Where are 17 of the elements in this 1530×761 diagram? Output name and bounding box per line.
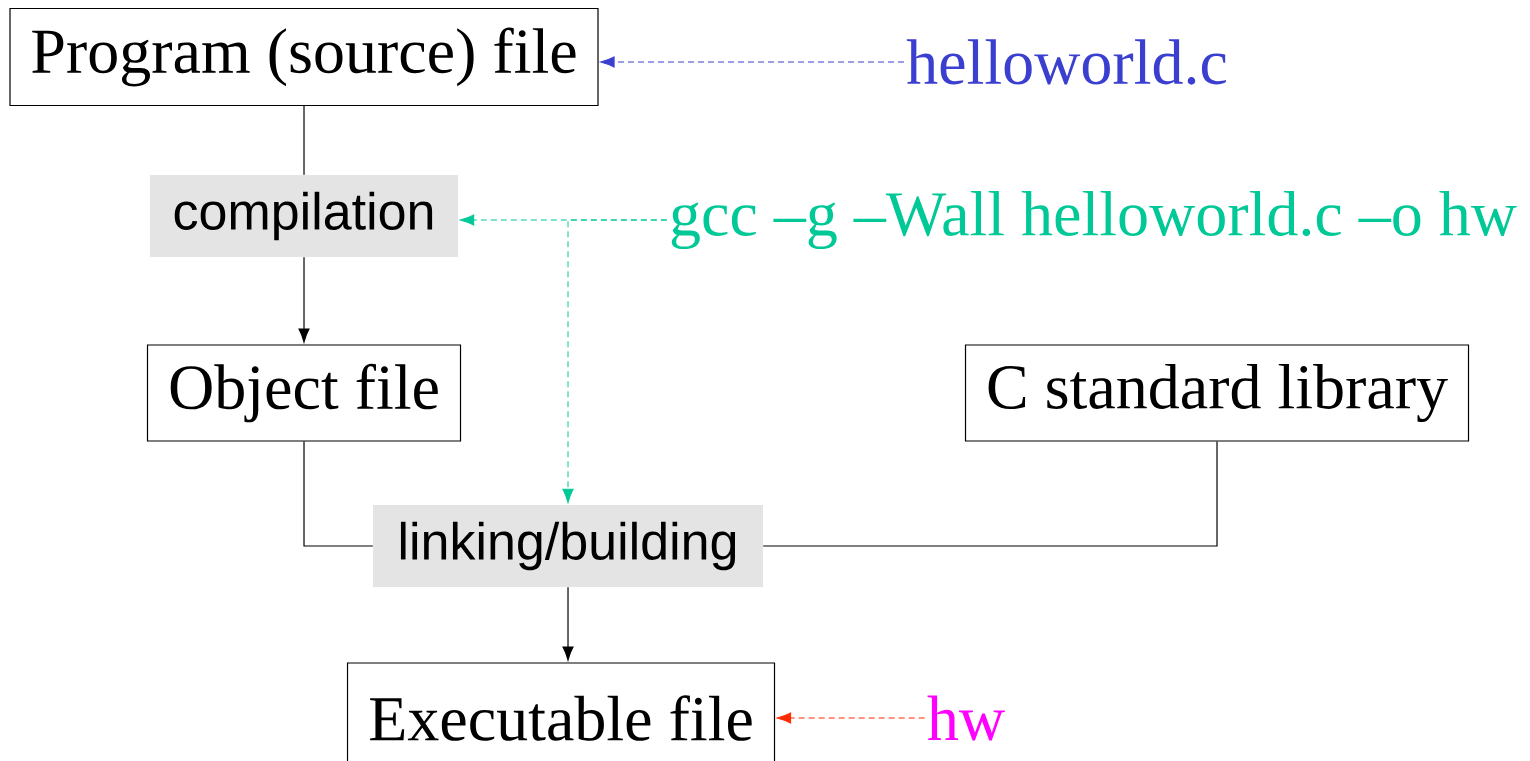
arrow xyxy=(298,256,310,343)
process-box: C standard library xyxy=(964,344,1470,442)
command-text: helloworld.c xyxy=(906,39,1226,85)
step-label: compilation xyxy=(150,175,458,257)
process-box: Object file xyxy=(146,344,462,442)
command-text: hw xyxy=(927,695,1005,741)
step-label: linking/building xyxy=(373,505,763,587)
arrow xyxy=(562,586,574,661)
dashed-arrow xyxy=(776,712,926,724)
command-text: gcc –g –Wall helloworld.c –o hw xyxy=(671,190,1517,250)
process-box: Program (source) file xyxy=(9,7,599,107)
connector-line xyxy=(303,105,305,176)
dashed-arrow xyxy=(562,219,668,504)
process-box: Executable file xyxy=(346,662,776,761)
connector-line xyxy=(303,441,374,547)
connector-line xyxy=(762,441,1218,547)
dashed-arrow xyxy=(600,56,905,68)
